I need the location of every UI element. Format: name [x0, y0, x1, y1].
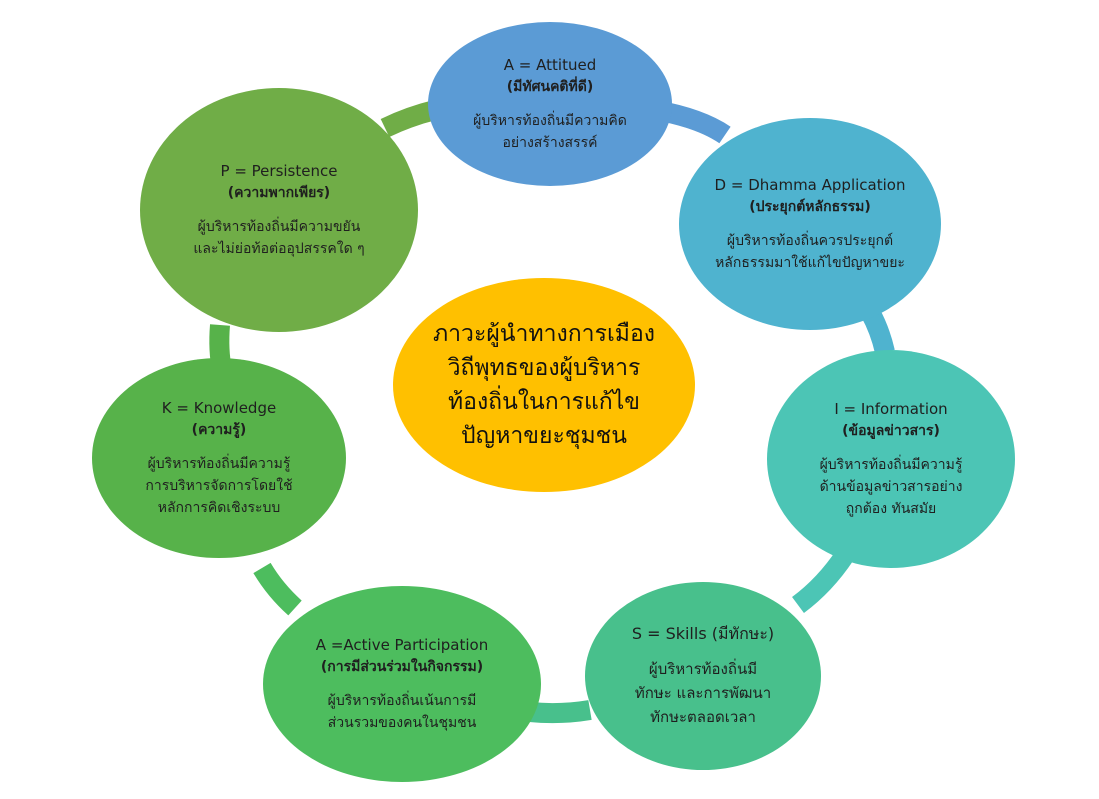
persistence-title: P = Persistence: [220, 162, 338, 180]
knowledge-title: K = Knowledge: [161, 399, 277, 417]
center-title: ภาวะผู้นำทางการเมือง วิถีพุทธของผู้บริหา…: [432, 321, 656, 449]
ring-segment-active-knowledge: [253, 562, 302, 616]
circle-skills: S = Skills (มีทักษะ) ผู้บริหารท้องถิ่นมี…: [585, 582, 821, 770]
persistence-desc: ผู้บริหารท้องถิ่นมีความขยัน และไม่ย่อท้อ…: [193, 219, 365, 257]
circle-knowledge: K = Knowledge (ความรู้) ผู้บริหารท้องถิ่…: [92, 358, 346, 558]
circle-attitude: A = Attitued (มีทัศนคติที่ดี) ผู้บริหารท…: [428, 22, 672, 186]
skills-title: S = Skills (มีทักษะ): [631, 624, 775, 643]
attitude-title: A = Attitued: [503, 56, 597, 74]
knowledge-desc: ผู้บริหารท้องถิ่นมีความรู้ การบริหารจัดก…: [145, 456, 293, 516]
active-desc: ผู้บริหารท้องถิ่นเน้นการมี ส่วนรวมของคนใ…: [327, 693, 477, 731]
center-circle: ภาวะผู้นำทางการเมือง วิถีพุทธของผู้บริหา…: [393, 278, 695, 492]
knowledge-subtitle: (ความรู้): [191, 422, 247, 438]
circle-dhamma: D = Dhamma Application (ประยุกต์หลักธรรม…: [679, 118, 941, 330]
attitude-desc: ผู้บริหารท้องถิ่นมีความคิด อย่างสร้างสรร…: [473, 113, 627, 151]
circle-information: I = Information (ข้อมูลข่าวสาร) ผู้บริหา…: [767, 350, 1015, 568]
active-subtitle: (การมีส่วนร่วมในกิจกรรม): [320, 659, 484, 675]
information-title: I = Information: [834, 400, 948, 418]
dhamma-subtitle: (ประยุกต์หลักธรรม): [749, 199, 871, 215]
dhamma-desc: ผู้บริหารท้องถิ่นควรประยุกต์ หลักธรรมมาใ…: [715, 233, 905, 271]
attitude-subtitle: (มีทัศนคติที่ดี): [506, 79, 594, 95]
ring-segment-skills-active: [529, 700, 592, 724]
ring-segment-information-skills: [791, 549, 854, 614]
circle-active: A =Active Participation (การมีส่วนร่วมใน…: [263, 586, 541, 782]
ring-segment-persistence-attitude: [380, 100, 438, 138]
persistence-subtitle: (ความพากเพียร): [227, 185, 331, 201]
ring-segment-dhamma-information: [861, 307, 895, 355]
information-desc: ผู้บริหารท้องถิ่นมีความรู้ ด้านข้อมูลข่า…: [819, 457, 963, 517]
active-title: A =Active Participation: [315, 636, 489, 654]
skills-desc: ผู้บริหารท้องถิ่นมี ทักษะ และการพัฒนา ทั…: [634, 660, 772, 726]
circle-persistence: P = Persistence (ความพากเพียร) ผู้บริหาร…: [140, 88, 418, 332]
dhamma-title: D = Dhamma Application: [714, 176, 906, 194]
information-subtitle: (ข้อมูลข่าวสาร): [842, 423, 940, 439]
